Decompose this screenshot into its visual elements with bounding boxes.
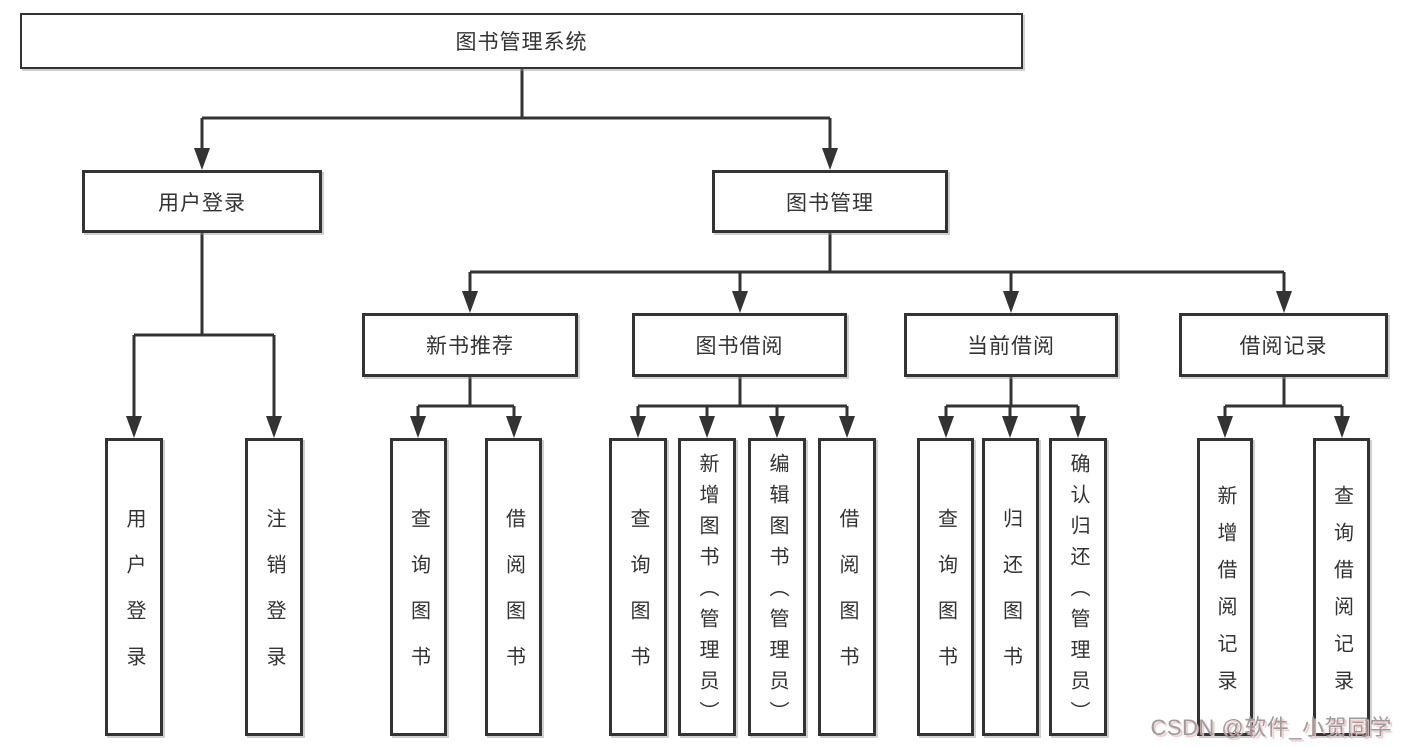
arrowhead-icon <box>1217 416 1233 438</box>
leaf-return-book-label: 归还图书 <box>999 508 1022 692</box>
leaf-current-query-book-label: 查询图书 <box>934 508 957 692</box>
node-book-management-label: 图书管理 <box>786 191 874 215</box>
leaf-query-borrow-record: 查询借阅记录 <box>1313 438 1370 736</box>
arrowhead-icon <box>1334 416 1350 438</box>
node-borrow-records-label: 借阅记录 <box>1239 335 1328 358</box>
leaf-edit-book-admin-label: 编辑图书（管理员） <box>766 453 788 732</box>
arrowhead-icon <box>839 416 855 438</box>
node-book-borrow: 图书借阅 <box>632 313 847 377</box>
arrowhead-icon <box>410 416 426 438</box>
leaf-return-book: 归还图书 <box>982 438 1039 736</box>
leaf-query-borrow-record-label: 查询借阅记录 <box>1330 484 1353 707</box>
arrowhead-icon <box>506 416 522 438</box>
connector-records-leaves <box>1223 377 1344 418</box>
leaf-user-login: 用户登录 <box>105 438 163 736</box>
node-book-management: 图书管理 <box>712 170 948 233</box>
node-book-borrow-label: 图书借阅 <box>695 335 784 358</box>
leaf-current-query-book: 查询图书 <box>917 438 974 736</box>
arrowhead-icon <box>194 148 210 170</box>
node-current-borrow: 当前借阅 <box>904 313 1118 377</box>
leaf-borrow-borrow-book: 借阅图书 <box>818 438 876 736</box>
connector-root-level2 <box>200 69 832 150</box>
arrowhead-icon <box>699 416 715 438</box>
leaf-recommend-query-book: 查询图书 <box>390 438 447 736</box>
connector-recommend-leaves <box>416 377 516 418</box>
leaf-borrow-query-book: 查询图书 <box>609 438 667 736</box>
arrowhead-icon <box>1003 291 1019 313</box>
leaf-borrow-query-book-label: 查询图书 <box>627 508 649 692</box>
arrowhead-icon <box>1070 416 1086 438</box>
arrowheads <box>126 148 1350 438</box>
connector-current-leaves <box>944 377 1080 418</box>
leaf-confirm-return-admin-label: 确认归还（管理员） <box>1067 453 1089 732</box>
leaf-recommend-borrow-book-label: 借阅图书 <box>502 508 525 692</box>
node-borrow-records: 借阅记录 <box>1179 313 1388 377</box>
leaf-user-login-label: 用户登录 <box>123 508 145 692</box>
arrowhead-icon <box>1276 291 1292 313</box>
node-root-label: 图书管理系统 <box>455 31 588 54</box>
leaf-add-book-admin: 新增图书（管理员） <box>678 438 736 736</box>
leaf-add-borrow-record: 新增借阅记录 <box>1197 438 1253 736</box>
node-user-login: 用户登录 <box>82 170 322 233</box>
arrowhead-icon <box>822 148 838 170</box>
leaf-borrow-borrow-book-label: 借阅图书 <box>836 508 858 692</box>
connector-borrow-leaves <box>636 377 849 418</box>
leaf-logout: 注销登录 <box>245 438 303 736</box>
leaf-add-book-admin-label: 新增图书（管理员） <box>696 453 718 732</box>
connector-bookmgmt-level3 <box>468 233 1286 293</box>
arrowhead-icon <box>732 291 748 313</box>
watermark-text: CSDN @软件_小贺同学 <box>1150 715 1392 740</box>
arrowhead-icon <box>266 416 282 438</box>
node-new-book-recommend: 新书推荐 <box>362 313 578 377</box>
node-new-book-recommend-label: 新书推荐 <box>426 335 514 358</box>
leaf-recommend-query-book-label: 查询图书 <box>407 508 430 692</box>
arrowhead-icon <box>938 416 954 438</box>
arrowhead-icon <box>769 416 785 438</box>
connector-userlogin-leaves <box>132 233 276 418</box>
leaf-logout-label: 注销登录 <box>263 508 285 692</box>
leaf-edit-book-admin: 编辑图书（管理员） <box>748 438 806 736</box>
arrowhead-icon <box>462 291 478 313</box>
leaf-confirm-return-admin: 确认归还（管理员） <box>1049 438 1107 736</box>
node-user-login-label: 用户登录 <box>158 191 246 215</box>
arrowhead-icon <box>1002 416 1018 438</box>
node-current-borrow-label: 当前借阅 <box>967 335 1055 358</box>
arrowhead-icon <box>630 416 646 438</box>
leaf-add-borrow-record-label: 新增借阅记录 <box>1214 484 1236 707</box>
leaf-recommend-borrow-book: 借阅图书 <box>485 438 542 736</box>
node-root: 图书管理系统 <box>20 13 1023 69</box>
arrowhead-icon <box>126 416 142 438</box>
